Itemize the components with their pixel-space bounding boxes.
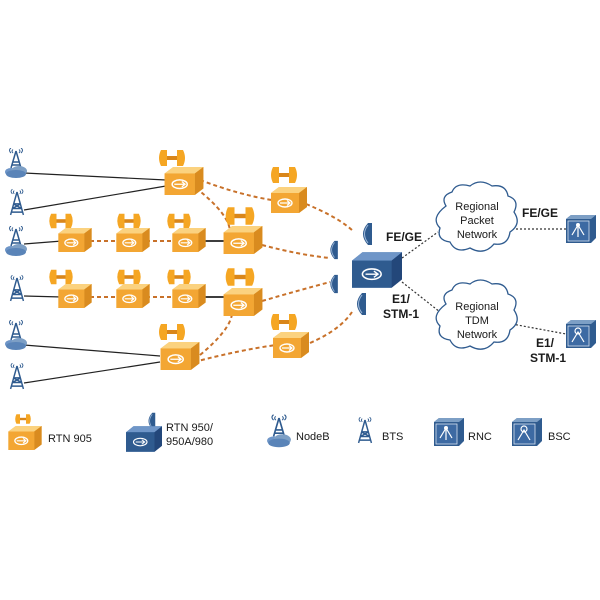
legend: RTN 905 RTN 950/ 950A/980 NodeB BTS RNC …: [8, 412, 571, 452]
regional-packet-network: Regional Packet Network: [435, 181, 518, 252]
rtn905-node: [270, 187, 308, 213]
antenna-icon: [117, 269, 141, 285]
bts-icon: [9, 274, 25, 302]
legend-label: RTN 905: [48, 433, 92, 445]
antenna-icon: [49, 269, 73, 285]
legend-rnc: RNC: [434, 418, 492, 446]
hub-e1-label: E1/: [392, 292, 411, 306]
regional-tdm-network: Regional TDM Network: [435, 279, 518, 350]
legend-bsc: BSC: [512, 418, 571, 446]
rtn950-hub: FE/GE E1/ STM-1: [329, 222, 422, 321]
cloud-line: Regional: [455, 201, 498, 213]
antenna-icon: [271, 167, 297, 183]
rtn905-nodes: [49, 150, 310, 370]
legend-bts: BTS: [357, 416, 403, 444]
bsc-icon: [566, 320, 596, 348]
antenna-icon: [49, 213, 73, 229]
backhaul-links: [401, 228, 567, 335]
cloud-shape: [435, 181, 518, 252]
legend-label: BTS: [382, 431, 403, 443]
rtn905-node: [58, 228, 92, 252]
tdm-stm1-label: STM-1: [530, 351, 566, 365]
legend-label: RNC: [468, 431, 492, 443]
cloud-line: Network: [457, 229, 498, 241]
antenna-icon: [225, 207, 255, 225]
dish-icon: [362, 222, 372, 246]
rtn905-node: [222, 288, 264, 316]
rtn905-node: [160, 342, 200, 370]
rtn905-node: [222, 226, 264, 254]
rnc-icon: [434, 418, 464, 446]
antenna-icon: [167, 213, 191, 229]
rtn905-node: [172, 284, 206, 308]
bts-icon: [9, 362, 25, 390]
legend-label: RTN 950/: [166, 422, 214, 434]
rtn905-node: [116, 228, 150, 252]
cloud-shape: [435, 279, 518, 350]
legend-label: 950A/980: [166, 436, 213, 448]
microwave-links: [90, 179, 355, 363]
tdm-e1-label: E1/: [536, 336, 555, 350]
antenna-icon: [167, 269, 191, 285]
cloud-line: Network: [457, 329, 498, 341]
tower-links: [23, 172, 226, 384]
hub-stm1-label: STM-1: [383, 307, 419, 321]
legend-rtn905: RTN 905: [8, 414, 92, 450]
dish-icon: [329, 274, 338, 294]
nodeb-icon: [266, 414, 292, 448]
cloud-line: Regional: [455, 301, 498, 313]
packet-fege-label: FE/GE: [522, 206, 558, 220]
rnc-icon: [566, 215, 596, 243]
antenna-icon: [159, 150, 185, 166]
antenna-icon: [117, 213, 141, 229]
antenna-icon: [271, 314, 297, 330]
rtn905-legend-icon: [8, 426, 42, 450]
cloud-line: Packet: [460, 215, 494, 227]
bts-icon: [9, 188, 25, 216]
hub-fege-label: FE/GE: [386, 230, 422, 244]
rtn905-node: [172, 228, 206, 252]
antenna-icon: [15, 414, 31, 424]
left-towers: [4, 148, 28, 390]
nodeb-icon: [4, 320, 28, 350]
cloud-line: TDM: [465, 315, 489, 327]
antenna-icon: [159, 324, 185, 340]
core-equipment: FE/GE E1/ STM-1: [522, 206, 596, 365]
rtn950-legend-icon: [126, 426, 162, 452]
antenna-icon: [225, 268, 255, 286]
nodeb-icon: [4, 226, 28, 256]
rtn905-node: [164, 167, 204, 195]
rtn905-node: [58, 284, 92, 308]
legend-nodeb: NodeB: [266, 414, 330, 448]
legend-rtn950: RTN 950/ 950A/980: [126, 412, 214, 452]
nodeb-icon: [4, 148, 28, 178]
links: [23, 172, 567, 384]
legend-label: NodeB: [296, 431, 330, 443]
dish-icon: [356, 292, 366, 316]
legend-label: BSC: [548, 431, 571, 443]
bsc-icon: [512, 418, 542, 446]
rtn905-node: [116, 284, 150, 308]
rtn950-hub-node: [352, 252, 402, 288]
bts-icon: [357, 416, 373, 444]
rtn905-node: [272, 332, 310, 358]
dish-icon: [329, 240, 338, 260]
